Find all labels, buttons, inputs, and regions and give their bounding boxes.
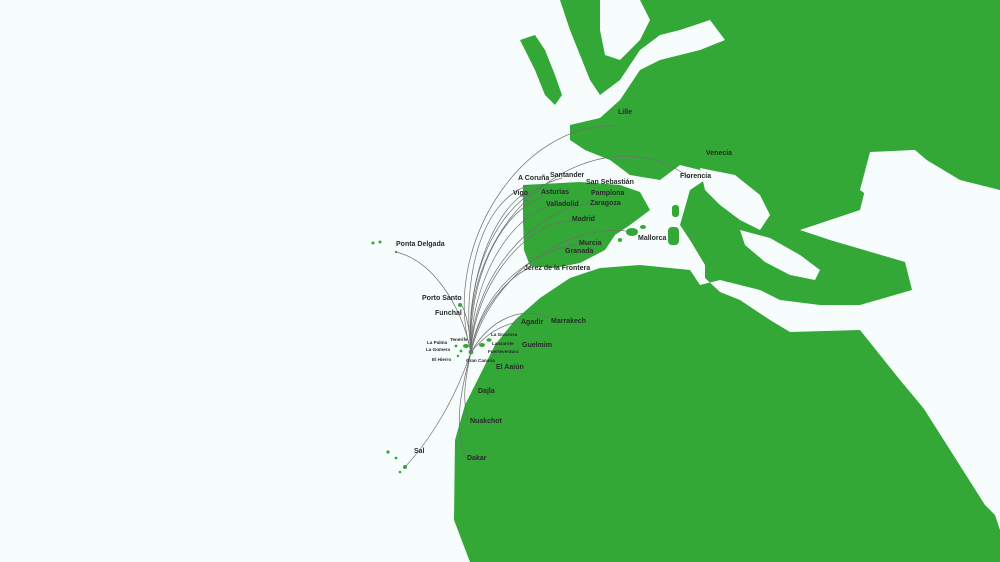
label-venecia: Venecia [706,150,732,157]
label-fuerteventura: Fuerteventura [488,349,519,354]
label-la-gomera: La Gomera [426,347,450,352]
island-crete [806,282,830,288]
labels-destinations: Lille Venecia Florencia A Coruña Santand… [396,109,732,462]
route-asturias [470,195,546,353]
landmass-europe-africa [454,0,1000,562]
landmass-north [520,35,562,105]
label-el-hierro: El Hierro [432,357,451,362]
label-zaragoza: Zaragoza [590,200,621,207]
label-dajla: Dajla [478,388,495,395]
island-cape-verde-4 [398,470,402,474]
label-ponta-delgada: Ponta Delgada [396,241,445,248]
route-ponta-delgada [395,251,472,353]
label-tenerife: Tenerife [450,337,468,342]
label-gran-canaria: Gran Canaria [466,358,495,363]
route-florencia [470,155,691,353]
island-cape-verde-2 [394,456,398,460]
label-la-palma: La Palma [427,340,448,345]
island-tenerife [463,344,469,348]
route-vigo [469,192,526,353]
island-corsica [672,205,679,217]
label-florencia: Florencia [680,173,711,180]
label-porto-santo: Porto Santo [422,295,462,302]
island-lanzarote [486,338,492,342]
label-granada: Granada [565,248,594,255]
route-a-coruna [468,184,531,353]
label-vigo: Vigo [513,190,528,197]
island-la-palma [454,344,458,348]
label-lanzarote: Lanzarote [492,341,514,346]
island-azores-1 [371,241,375,245]
route-valladolid [470,204,556,353]
label-santander: Santander [550,172,585,179]
route-agadir [470,321,519,353]
label-madrid: Madrid [572,216,595,223]
label-valladolid: Valladolid [546,201,579,208]
sea-adriatic [740,230,820,280]
route-murcia [470,242,591,353]
label-funchal: Funchal [435,310,462,317]
sea-north [600,0,650,60]
labels-canary-islands: Tenerife La Palma La Gomera El Hierro La… [426,332,519,363]
label-pamplona: Pamplona [591,190,625,197]
route-madrid [470,219,573,353]
island-ibiza [618,238,622,242]
label-murcia: Murcia [579,240,602,247]
island-menorca [640,225,646,229]
island-el-hierro [456,354,460,358]
sea-italy-gap [700,168,770,230]
route-dakar [458,351,472,459]
island-sardinia [668,227,679,245]
label-san-sebastian: San Sebastián [586,179,634,186]
route-nuakchot [464,351,472,421]
label-guelmim: Guelmim [522,342,552,349]
island-sicily [717,253,731,263]
routes [395,125,691,468]
route-porto-santo [459,302,472,353]
label-sal: Sal [414,448,425,455]
label-a-coruna: A Coruña [518,175,549,182]
label-mallorca: Mallorca [638,235,667,242]
label-dakar: Dakar [467,455,487,462]
island-la-gomera [459,349,463,353]
label-el-aaiun: El Aaiún [496,364,524,371]
label-agadir: Agadir [521,319,543,326]
label-la-graciosa: La Graciosa [491,332,518,337]
route-jerez [470,267,531,353]
sea-red-diagonal [898,350,1000,520]
route-zaragoza [470,202,593,353]
label-asturias: Asturias [541,189,569,196]
label-jerez: Jerez de la Frontera [524,265,590,272]
label-lille: Lille [618,109,632,116]
route-mallorca [470,230,633,353]
route-santander [470,177,563,353]
island-cape-verde-1 [386,450,390,454]
island-fuerteventura [479,343,485,347]
label-nuakchot: Nuakchot [470,418,503,425]
island-azores-2 [378,240,382,244]
route-marrakech [470,313,551,353]
sea-black [860,150,965,215]
label-marrakech: Marrakech [551,318,586,325]
route-sal [404,351,472,468]
